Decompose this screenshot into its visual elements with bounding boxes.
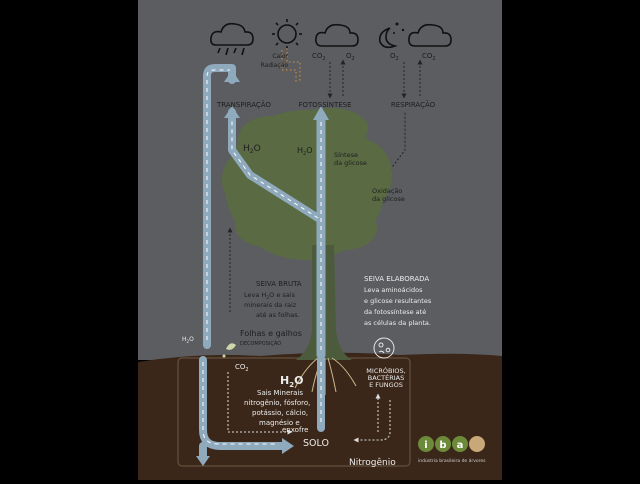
- h2o-surface-label: H2O: [182, 336, 194, 344]
- oxidacao-line2: da glicose: [372, 195, 405, 203]
- ground-labels: H2O Folhas e galhos DECOMPOSIÇÃO CO2 H2O…: [182, 329, 406, 468]
- tree-canopy: [222, 108, 392, 260]
- soil-panel-border: [177, 357, 411, 467]
- night-cloud-icon: [408, 23, 452, 47]
- oxidacao-line1: Oxidação: [372, 187, 402, 195]
- sintese-line2: da glicose: [334, 159, 367, 167]
- sais-line3: potássio, cálcio,: [252, 409, 308, 417]
- microbios-line2: BACTÉRIAS: [368, 373, 404, 382]
- co2-right-label: CO2: [422, 52, 436, 62]
- logo-circle-gold: [469, 436, 485, 452]
- seiva-bruta-line2: minerais da raiz: [244, 301, 297, 309]
- logo-circle-b: [435, 436, 451, 452]
- right-margin: [502, 0, 640, 480]
- logo-circle-i: [418, 436, 434, 452]
- logo-letter-i: i: [424, 440, 427, 451]
- gas-exchange-arrows: [327, 59, 423, 99]
- microbes-icon: [373, 337, 395, 359]
- folhas-galhos-label: Folhas e galhos: [240, 329, 302, 338]
- decomposicao-label: DECOMPOSIÇÃO: [240, 340, 281, 347]
- co2-soil-label: CO2: [235, 363, 249, 373]
- sky-labels: Calor Radiação CO2 O2 O2 CO2 TRANSPIRAÇÃ…: [216, 52, 436, 109]
- seiva-elaborada-line4: as células da planta.: [364, 319, 431, 327]
- sap-flow-dashes: [206, 69, 322, 350]
- microbios-line1: MICRÓBIOS,: [366, 366, 405, 375]
- flow-arrowheads: [224, 70, 329, 120]
- sintese-line1: Síntese: [334, 151, 358, 159]
- iba-logo: i b a indústria brasileira de árvores: [418, 436, 486, 464]
- logo-letter-a: a: [457, 440, 464, 451]
- sun-icon: [272, 19, 302, 49]
- sais-line5: enxofre: [282, 426, 308, 434]
- nutrient-cycle-dotted: [227, 372, 391, 443]
- seiva-elaborada-line1: Leva aminoácidos: [364, 286, 423, 294]
- left-margin: [0, 0, 138, 480]
- sais-line4: magnésio e: [259, 419, 300, 427]
- soil-water-flow-dashes: [202, 362, 322, 445]
- h2o-left-label: H2O: [243, 144, 261, 155]
- seiva-elaborada-title: SEIVA ELABORADA: [364, 275, 429, 283]
- respiracao-label: RESPIRAÇÃO: [391, 100, 436, 109]
- co2-left-label: CO2: [312, 52, 326, 62]
- soil-flow-arrowheads: [196, 438, 294, 466]
- o2-left-label: O2: [346, 52, 355, 62]
- seiva-bruta-title: SEIVA BRUTA: [256, 280, 302, 288]
- seiva-elaborada-line3: da fotossíntese até: [364, 308, 426, 316]
- h2o-mid-label: H2O: [297, 146, 313, 157]
- logo-tagline: indústria brasileira de árvores: [418, 457, 486, 464]
- moon-icon: [378, 27, 398, 49]
- cloud-icon: [315, 23, 359, 47]
- stars-icon: [393, 22, 405, 34]
- seiva-bruta-line1: Leva H2O e sais: [244, 291, 296, 301]
- heat-radiation-lines: [281, 48, 301, 84]
- o2-right-label: O2: [390, 52, 399, 62]
- seiva-bruta-line3: até as folhas.: [256, 311, 300, 319]
- decomposition-leaf-icon: [222, 343, 236, 358]
- fotossintese-label: FOTOSSÍNTESE: [298, 100, 351, 109]
- rain-cloud-icon: [210, 22, 254, 56]
- solo-label: SOLO: [303, 438, 329, 449]
- logo-circle-a: [452, 436, 468, 452]
- microbios-line3: E FUNGOS: [369, 381, 403, 389]
- transpiracao-label: TRANSPIRAÇÃO: [216, 100, 271, 109]
- tree-labels: H2O H2O Síntese da glicose Oxidação da g…: [243, 144, 432, 327]
- logo-letter-b: b: [439, 440, 446, 451]
- calor-label: Calor: [272, 53, 288, 60]
- sais-line1: Sais Minerais: [257, 389, 303, 397]
- nitrogenio-label: Nitrogênio: [349, 457, 396, 468]
- radiacao-label: Radiação: [260, 62, 288, 69]
- sais-line2: nitrogênio, fósforo,: [244, 399, 310, 407]
- seiva-elaborada-line2: e glicose resultantes: [364, 297, 432, 305]
- h2o-big-label: H2O: [280, 374, 303, 389]
